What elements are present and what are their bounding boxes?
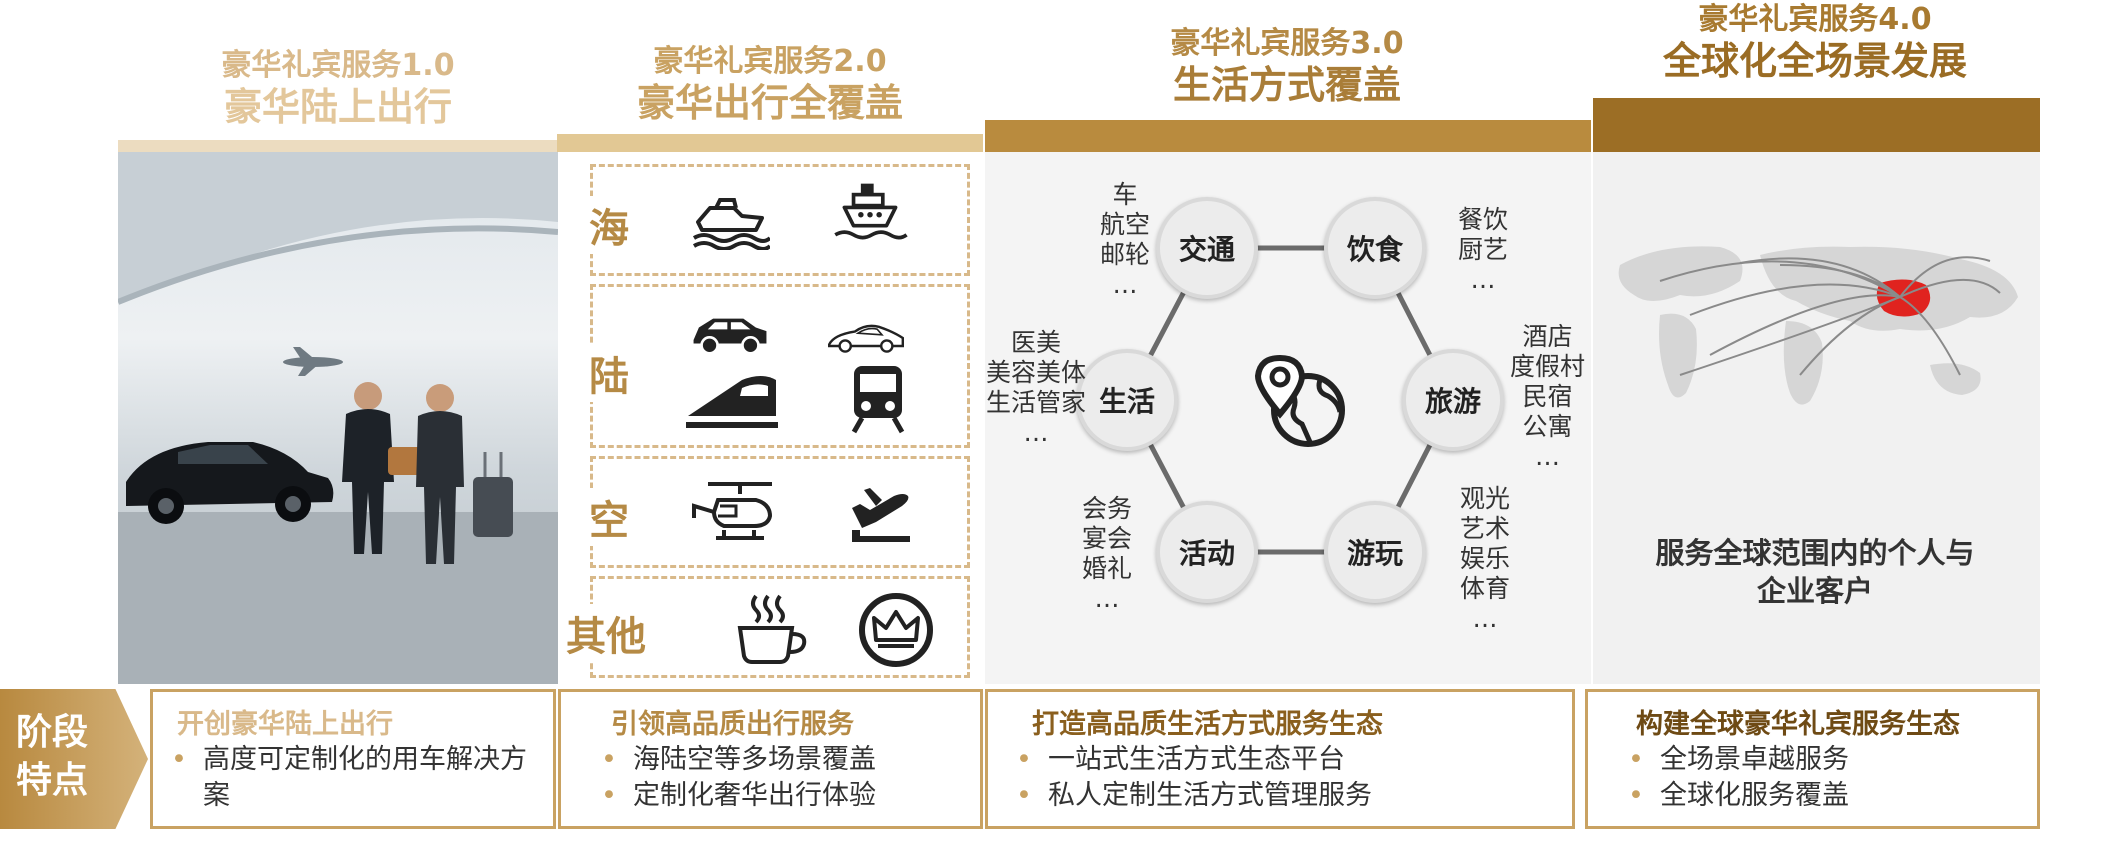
airplane-icon [852,488,910,542]
handbag [388,447,424,475]
feature-title-stage-4: 构建全球豪华礼宾服务生态 [1636,709,1960,740]
stage-2-subtitle: 豪华出行全覆盖 [636,81,903,125]
lifestyle-node-food: 饮食 [1324,197,1426,299]
feature-box-stage-4: 构建全球豪华礼宾服务生态 •全场景卓越服务 •全球化服务覆盖 [1585,689,2040,829]
stage-1-subtitle: 豪华陆上出行 [223,85,452,129]
feature-bullets-stage-2: •海陆空等多场景覆盖 •定制化奢华出行体验 [601,744,876,811]
suitcase [473,452,513,537]
speedboat-icon [692,198,770,250]
lifestyle-node-travel: 旅游 [1402,349,1504,451]
global-service-description: 服务全球范围内的个人与 企业客户 [1655,536,1975,608]
helicopter-icon [692,482,773,540]
feature-title-stage-1: 开创豪华陆上出行 [177,709,393,740]
notes-transport: 车 航空 邮轮 … [1100,180,1151,299]
globe-location-icon [1254,354,1345,447]
category-sea-box [590,164,970,276]
stage-2-title: 豪华礼宾服务2.0 [653,44,887,79]
lifestyle-node-transport: 交通 [1156,197,1258,299]
stage-3-subtitle: 生活方式覆盖 [1172,63,1401,107]
stage-2-bar [557,134,983,152]
stage-1-header: 豪华礼宾服务1.0 豪华陆上出行 [118,48,558,130]
feature-title-stage-3: 打造高品质生活方式服务生态 [1032,709,1383,740]
category-land-label: 陆 [585,344,633,402]
stage-4-panel [1593,152,2040,684]
stage-3-bar [985,120,1591,152]
notes-leisure: 观光 艺术 娱乐 体育 … [1460,484,1511,633]
notes-food: 餐饮 厨艺 … [1458,205,1509,294]
luxury-car [126,442,334,524]
stage-4-subtitle: 全球化全场景发展 [1662,39,1967,83]
train-icon [851,366,905,434]
lifestyle-node-leisure: 游玩 [1324,501,1426,603]
lifestyle-node-living: 生活 [1076,349,1178,451]
world-map-illustration [1618,246,2018,405]
airplane-in-sky [283,347,343,376]
lifestyle-node-events: 活动 [1156,501,1258,603]
feature-bullets-stage-1: •高度可定制化的用车解决方案 [171,744,527,811]
category-air-label: 空 [585,488,633,546]
feature-box-stage-2: 引领高品质出行服务 •海陆空等多场景覆盖 •定制化奢华出行体验 [558,689,983,829]
chauffeur-airport-photo [118,152,558,684]
stage-1-title: 豪华礼宾服务1.0 [221,48,455,83]
traveler-figure [416,384,464,564]
feature-box-stage-1: 开创豪华陆上出行 •高度可定制化的用车解决方案 [150,689,556,829]
feature-bullets-stage-3: •一站式生活方式生态平台 •私人定制生活方式管理服务 [1016,744,1372,811]
coffee-cup-icon [737,594,807,664]
stage-4-bar [1593,98,2040,152]
stage-features-tab: 阶段 特点 [0,689,148,829]
notes-events: 会务 宴会 婚礼 … [1082,494,1133,613]
crown-icon [859,593,933,667]
stage-4-title: 豪华礼宾服务4.0 [1698,2,1932,37]
car-icon [693,318,767,355]
stage-4-header: 豪华礼宾服务4.0 全球化全场景发展 [1590,2,2040,84]
stage-2-header: 豪华礼宾服务2.0 豪华出行全覆盖 [555,44,985,126]
cruise-ship-icon [834,183,908,240]
feature-title-stage-2: 引领高品质出行服务 [611,709,854,740]
stage-3-header: 豪华礼宾服务3.0 生活方式覆盖 [983,26,1591,108]
stage-3-title: 豪华礼宾服务3.0 [1170,26,1404,61]
chauffeur-figure [342,382,394,554]
high-speed-train-icon [686,376,778,428]
notes-travel: 酒店 度假村 民宿 公寓 … [1510,322,1586,471]
feature-bullets-stage-4: •全场景卓越服务 •全球化服务覆盖 [1628,744,1849,811]
category-other-label: 其他 [562,604,650,662]
notes-living: 医美 美容美体 生活管家 … [986,328,1087,447]
feature-box-stage-3: 打造高品质生活方式服务生态 •一站式生活方式生态平台 •私人定制生活方式管理服务 [985,689,1575,829]
stage-1-bar [118,140,558,152]
category-sea-label: 海 [585,196,633,254]
sports-car-icon [828,324,904,353]
